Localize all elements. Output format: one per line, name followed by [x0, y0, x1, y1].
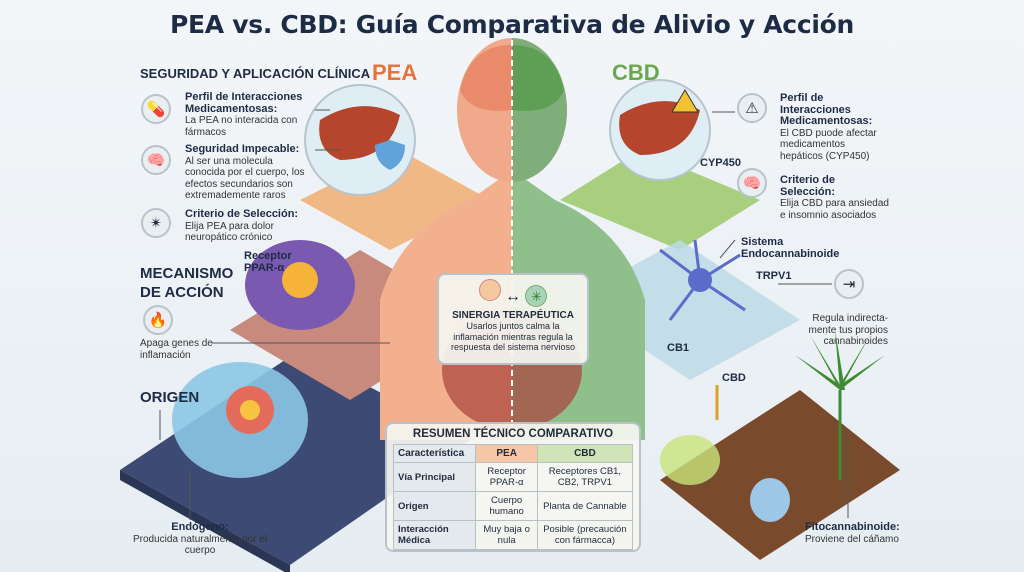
cyp450-label: CYP450: [700, 157, 741, 169]
cell: Origen: [392, 491, 477, 521]
item-text: La PEA no interacida con fármacos: [185, 115, 298, 138]
item-title: Criterio de Selección:: [780, 174, 836, 198]
receptor-label: Receptor PPAR-α: [244, 250, 292, 274]
cbd-arrow-label: CBD: [722, 372, 746, 384]
origin-title: Fitocannabinoide:: [805, 521, 900, 533]
synergy-text: Usarlos juntos calma la inflamación mien…: [450, 321, 576, 352]
pea-label: PEA: [372, 60, 418, 85]
brain-icon: 🧠: [737, 168, 767, 198]
regula-text: Regula indirecta-mente tus propios canna…: [808, 313, 889, 347]
summary-title: RESUMEN TÉCNICO COMPARATIVO: [412, 428, 614, 440]
brain-icon: 🧠: [141, 145, 171, 175]
brain-pea: [460, 45, 512, 111]
origin-text: Producida naturalmente por el cuerpo: [133, 533, 267, 557]
warning-icon: ⚠: [737, 93, 767, 123]
origin-pea: Endógeno:Producida naturalmente por el c…: [130, 521, 270, 557]
brain-cbd: [512, 45, 564, 111]
item-text: Elija PEA para dolor neuropático crónico: [185, 220, 274, 244]
item-title: Seguridad Impecable:: [185, 143, 300, 155]
cell: Planta de Cannable: [536, 491, 634, 521]
section-mechanism-heading: MECANISMO DE ACCIÓN: [140, 265, 234, 301]
cell: Posible (precaución con fármacca): [536, 520, 634, 550]
safety-platform: [300, 150, 490, 250]
cell: Interacción Médica: [392, 520, 477, 550]
header-cell-cbd: CBD: [536, 444, 634, 463]
pill-bottle-icon: 💊: [141, 94, 171, 124]
section-origin-heading: ORIGEN: [140, 389, 200, 406]
item-title: Perfil de Interacciones Medicamentosas:: [780, 92, 873, 127]
cell: Receptores CB1, CB2, TRPV1: [536, 462, 634, 492]
cbd-label: CBD: [612, 60, 660, 85]
origin-title: Endógeno:: [171, 521, 229, 533]
synergy-icons: ↔ ✳: [439, 279, 587, 308]
neuron-icon: ✴: [141, 208, 171, 238]
cell: Receptor PPAR-α: [475, 462, 538, 492]
section-safety-heading: SEGURIDAD Y APLICACIÓN CLÍNICA: [140, 66, 371, 81]
trpv1-label: TRPV1: [756, 270, 792, 282]
receptor-signal-icon: ⇥: [834, 269, 864, 299]
cb1-label: CB1: [667, 342, 690, 354]
synergy-box: ↔ ✳ SINERGIA TERAPÉUTICA Usarlos juntos …: [437, 273, 589, 365]
pea-criteria-item: Criterio de Selección:Elija PEA para dol…: [185, 208, 315, 244]
cannabis-leaf-icon: ✳: [525, 285, 548, 307]
shield-icon: [375, 140, 405, 170]
origin-cbd: Fitocannabinoide:Proviene del cáñamo: [805, 521, 915, 545]
header-cell: Característica: [392, 444, 477, 463]
table-header: Característica PEA CBD: [392, 444, 634, 463]
mechanism-text: Apaga genes de inflamación: [140, 338, 213, 361]
cannabis-plant-icon: [795, 330, 885, 480]
fire-icon: 🔥: [143, 305, 173, 335]
item-text: El CBD puode afectar medicamentos hepáti…: [780, 127, 877, 162]
item-title: Criterio de Selección:: [185, 208, 299, 220]
page-title: PEA vs. CBD: Guía Comparativa de Alivio …: [170, 10, 854, 39]
cell: Cuerpo humano: [475, 491, 538, 521]
ecs-label: Sistema Endocannabinoide: [741, 236, 840, 260]
synergy-title: SINERGIA TERAPÉUTICA: [452, 310, 574, 321]
beaker-icon: [660, 435, 720, 485]
cbd-criteria-item: Criterio de Selección:Elija CBD para ans…: [780, 174, 890, 221]
pea-interaction-item: Perfil de Interacciones Medicamentosas:L…: [185, 91, 315, 138]
pea-safety-item: Seguridad Impecable:Al ser una molecula …: [185, 143, 315, 202]
cbd-safety-platform: [560, 150, 760, 250]
item-title: Perfil de Interacciones Medicamentosas:: [185, 91, 303, 115]
header-cell-pea: PEA: [475, 444, 538, 463]
origin-text: Proviene del cáñamo: [805, 533, 899, 545]
cbd-interaction-item: Perfil de Interacciones Medicamentosas:E…: [780, 92, 890, 162]
molecule-icon: [478, 279, 501, 301]
cell: Vía Principal: [392, 462, 477, 492]
warning-icon: [671, 89, 699, 113]
item-text: Elija CBD para ansiedad e insomnio asoci…: [780, 198, 889, 221]
item-text: Al ser una molecula conocida por el cuer…: [185, 155, 305, 202]
cell: Muy baja o nula: [475, 520, 538, 550]
summary-table-card: RESUMEN TÉCNICO COMPARATIVO Característi…: [385, 422, 641, 552]
flask-icon: [750, 478, 790, 522]
